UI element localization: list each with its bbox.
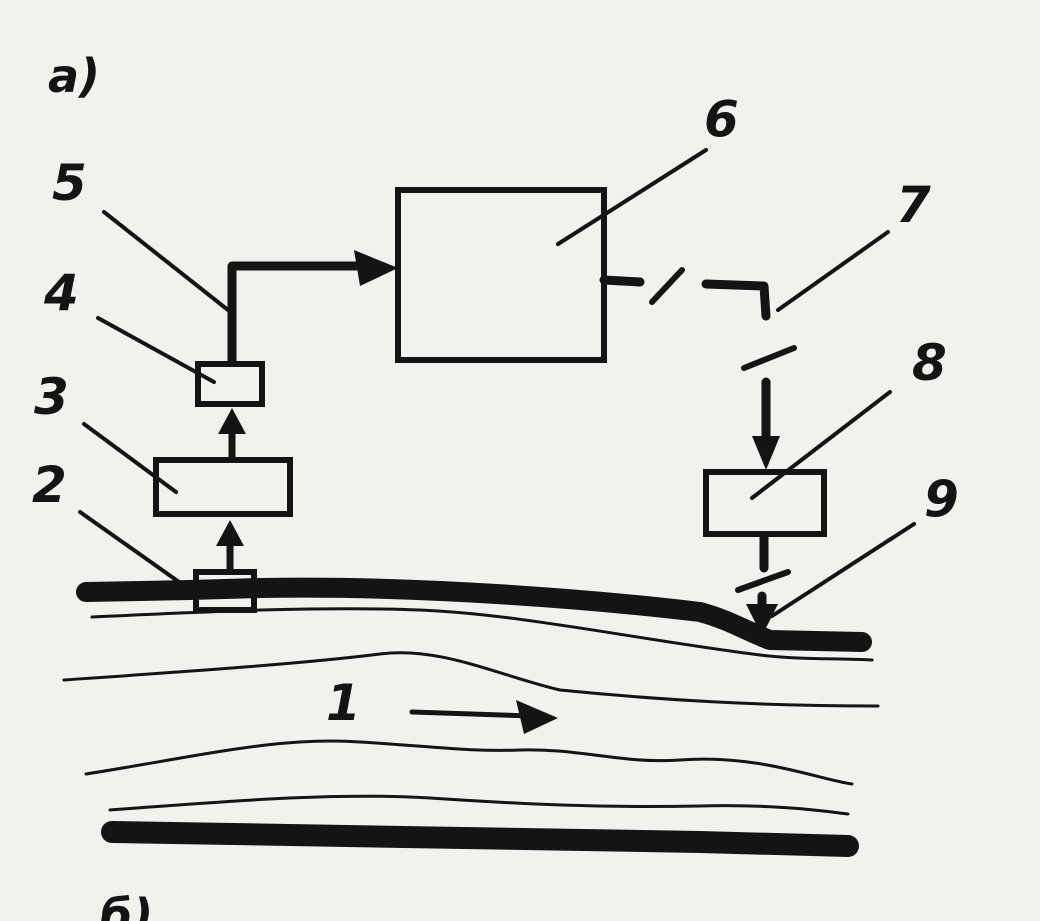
output-line-break-2 bbox=[741, 345, 797, 371]
panel-label-b: б) bbox=[100, 889, 153, 921]
pipe-flow-line-1 bbox=[62, 651, 880, 708]
label-3: 3 bbox=[34, 368, 69, 426]
pipe-flow-line-2 bbox=[84, 739, 854, 786]
processor-6-box bbox=[395, 187, 607, 363]
unit-3-box bbox=[153, 457, 293, 517]
panel-label-a: a) bbox=[48, 49, 100, 103]
label-1: 1 bbox=[326, 674, 361, 732]
actuator-8-box bbox=[703, 469, 827, 537]
label-6: 6 bbox=[704, 90, 739, 148]
label-4: 4 bbox=[43, 264, 79, 322]
flow-direction-arrow bbox=[409, 700, 558, 734]
leader-lines bbox=[78, 148, 916, 618]
pipe-flow-line-3 bbox=[108, 794, 850, 816]
unit-4-box bbox=[195, 361, 265, 407]
signal-line-5-arrowhead bbox=[354, 250, 398, 286]
pipe-lower-wall bbox=[101, 821, 859, 857]
label-8: 8 bbox=[912, 334, 947, 392]
arrow-3-to-4-head bbox=[218, 408, 246, 434]
output-line-seg-1 bbox=[599, 275, 645, 287]
output-line-arrowhead bbox=[752, 436, 780, 470]
pipe-upper-wall bbox=[76, 577, 872, 652]
output-line-seg-2 bbox=[701, 279, 771, 321]
signal-line-5 bbox=[227, 261, 377, 367]
label-2: 2 bbox=[32, 456, 67, 514]
injection-line-arrowhead bbox=[746, 604, 778, 636]
label-7: 7 bbox=[896, 176, 931, 234]
pipe-channel bbox=[62, 577, 880, 857]
sensor-2-box bbox=[193, 569, 257, 613]
label-9: 9 bbox=[924, 470, 959, 528]
arrow-2-to-3-head bbox=[216, 520, 244, 546]
label-5: 5 bbox=[52, 154, 87, 212]
output-line-break-1 bbox=[649, 267, 685, 305]
injection-line-break bbox=[735, 569, 791, 593]
